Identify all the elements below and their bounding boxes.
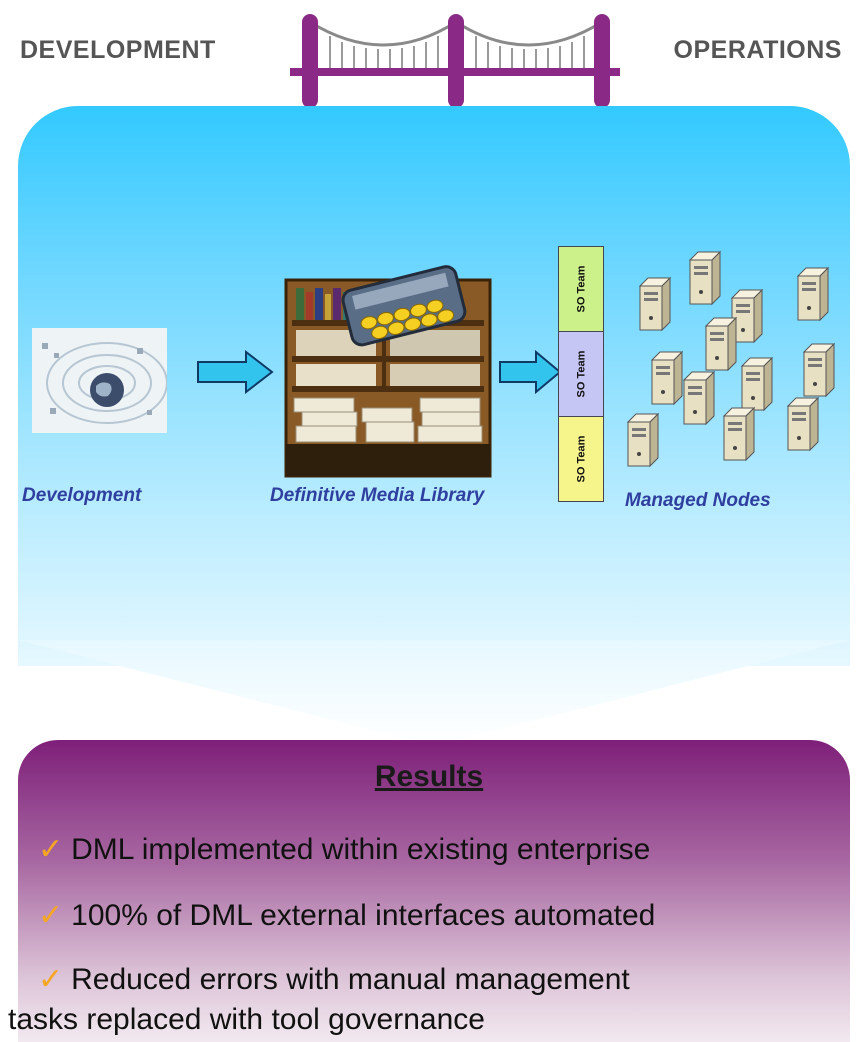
library-shelves-image [284, 265, 492, 478]
result-text-continued: tasks replaced with tool governance [8, 1003, 485, 1036]
bridge-icon [290, 14, 620, 108]
result-item: ✓Reduced errors with manual management t… [8, 960, 630, 1040]
results-title: Results [374, 760, 484, 793]
funnel-shape [18, 640, 850, 746]
result-item: ✓100% of DML external interfaces automat… [38, 898, 655, 933]
so-team-box: SO Team [558, 416, 604, 502]
managed-servers-image [627, 251, 835, 467]
development-header-label: DEVELOPMENT [20, 36, 216, 64]
operations-header-label: OPERATIONS [673, 36, 842, 64]
so-team-box: SO Team [558, 246, 604, 332]
so-team-label: SO Team [575, 265, 587, 313]
so-team-box: SO Team [558, 331, 604, 417]
check-icon: ✓ [38, 963, 64, 996]
so-team-label: SO Team [575, 350, 587, 398]
dml-caption: Definitive Media Library [270, 485, 485, 506]
so-team-stack: SO Team SO Team SO Team [558, 246, 604, 502]
managed-nodes-caption: Managed Nodes [625, 490, 771, 511]
development-globe-image [32, 328, 167, 433]
result-item: ✓DML implemented within existing enterpr… [38, 832, 650, 867]
check-icon: ✓ [38, 899, 64, 932]
result-text: 100% of DML external interfaces automate… [71, 899, 656, 932]
check-icon: ✓ [38, 833, 64, 866]
flow-arrow-icon [499, 350, 562, 394]
flow-arrow-icon [197, 350, 274, 394]
results-panel [18, 740, 850, 1042]
result-text: Reduced errors with manual management [71, 963, 630, 996]
result-text: DML implemented within existing enterpri… [71, 833, 651, 866]
so-team-label: SO Team [575, 435, 587, 483]
development-caption: Development [22, 485, 142, 506]
